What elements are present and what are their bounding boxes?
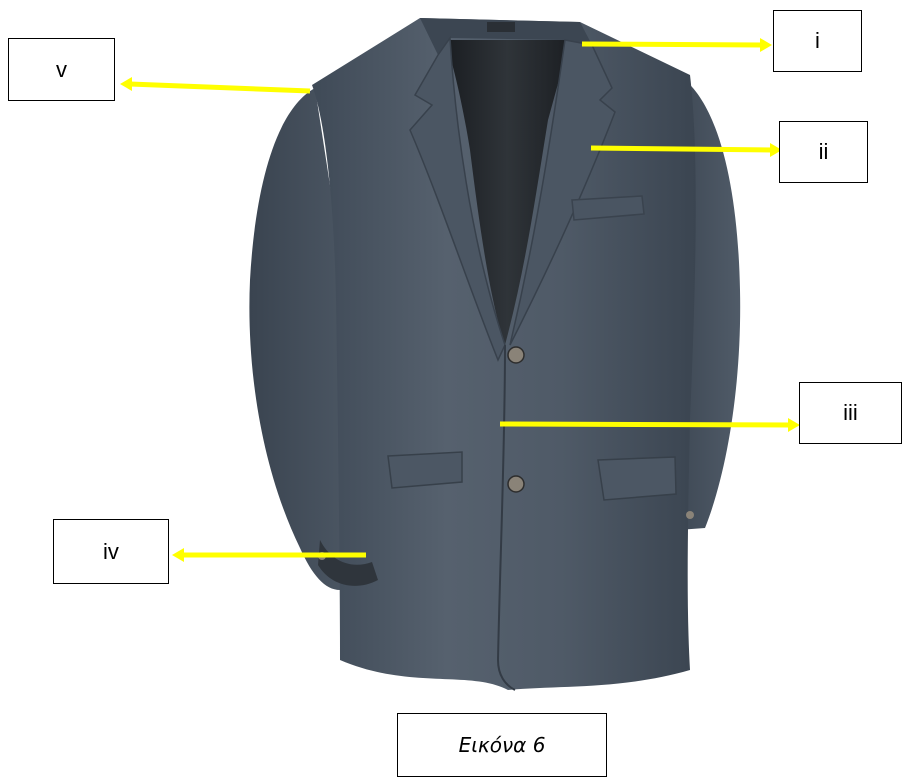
bottom-button [507,475,525,493]
arrow-iv [172,548,366,562]
label-v-text: v [56,56,67,82]
caption-text: Εικόνα 6 [458,733,546,757]
right-cuff-button [686,511,694,519]
left-pocket-flap [387,451,463,489]
right-pocket-flap [597,456,677,501]
jacket-body [312,18,696,690]
label-box-v: v [8,38,115,101]
right-lapel [509,39,616,346]
label-box-i: i [773,10,862,72]
front-edge [496,344,516,691]
label-ii-text: ii [818,139,829,164]
chest-pocket [571,195,645,221]
collar [420,18,592,55]
label-iv-text: iv [103,538,119,564]
arrow-ii [590,143,782,157]
left-lapel [409,35,506,362]
label-box-iii: iii [799,382,902,444]
arrow-iii [499,418,800,432]
label-iii-text: iii [843,400,858,425]
inner-lining [445,40,570,345]
label-box-iv: iv [53,519,169,584]
arrow-i [581,38,772,52]
label-i-text: i [815,28,820,53]
top-button [507,346,525,364]
collar-tag [487,22,515,32]
figure-caption: Εικόνα 6 [397,713,607,777]
left-cuff [318,540,378,586]
label-box-ii: ii [779,121,868,183]
arrow-v [120,77,311,94]
